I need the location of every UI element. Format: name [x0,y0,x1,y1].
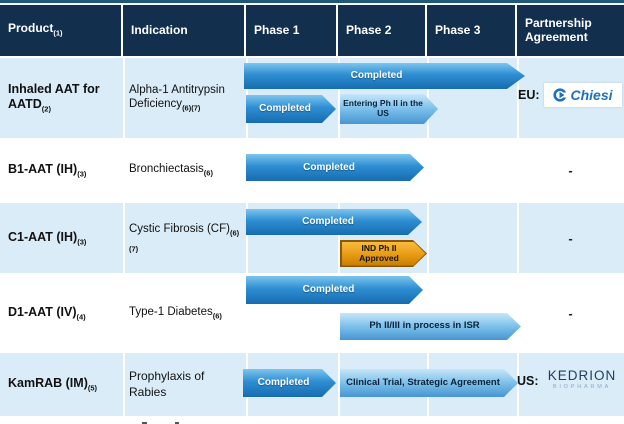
product-text: C1-AAT (IH) [8,229,78,244]
indication: Prophylaxis of Rabies [125,353,244,416]
arrow-label: Completed [350,70,403,82]
phase-arrow-completed: Completed [246,209,422,235]
column-divider [517,203,519,273]
partner-name: Chiesi [570,87,613,103]
column-divider [123,203,125,273]
partnership-dash: - [568,230,573,246]
phase-arrow-completed: Completed [243,369,336,397]
table-row: D1-AAT (IV)(4) Type-1 Diabetes(6) Comple… [0,273,624,353]
column-divider [123,58,125,138]
arrow-label: Ph II/III in process in ISR [369,320,480,332]
cropped-footnote-fragment [175,422,179,424]
header-product: Product(1) [0,5,121,56]
partner-name: KEDRION [547,368,617,383]
indication-text: Cystic Fibrosis (CF) [129,222,230,235]
partnership-dash: - [568,163,573,178]
arrow-label: IND Ph II Approved [359,242,399,263]
header-indication-label: Indication [131,22,188,37]
product-name: Inhaled AAT for AATD(2) [0,58,121,138]
product-name: D1-AAT (IV)(4) [0,273,121,353]
product-note: (4) [76,312,86,322]
arrow-inner: IND Ph II Approved [342,242,426,266]
phase-arrow-completed: Completed [246,276,423,304]
header-phase2: Phase 2 [338,5,425,56]
header-phase2-label: Phase 2 [346,22,392,37]
phase-arrow-clinical-trial: Clinical Trial, Strategic Agreement [340,369,518,397]
table-row: KamRAB (IM)(5) Prophylaxis of Rabies Com… [0,353,624,416]
indication-note: (6) [212,311,222,321]
indication: Cystic Fibrosis (CF)(6)(7) [125,203,244,273]
indication: Bronchiectasis(6) [125,138,244,203]
arrow-label: Completed [303,161,355,173]
product-note: (3) [77,237,87,247]
column-divider [338,203,340,273]
partner-region: EU: [518,88,540,102]
table-row: B1-AAT (IH)(3) Bronchiectasis(6) Complet… [0,138,624,203]
header-phase1: Phase 1 [246,5,336,56]
product-name: KamRAB (IM)(5) [0,353,121,416]
indication-note: (6) [203,168,213,178]
chiesi-logo: Chiesi [544,83,622,107]
product-text: D1-AAT (IV) [8,304,77,319]
arrow-label: Completed [302,216,354,228]
phase-arrow-ind-approved: IND Ph II Approved [340,240,427,267]
header-phase3-label: Phase 3 [435,22,481,37]
kedrion-logo: KEDRION BIOPHARMA [542,368,622,390]
column-divider [123,353,125,416]
phase-arrow-ph2-3-isr: Ph II/III in process in ISR [340,313,521,340]
column-divider [427,203,429,273]
phase-arrow-completed: Completed [246,154,424,181]
indication-text: Bronchiectasis [129,163,204,176]
partnership-dash: - [568,305,573,321]
table-row: C1-AAT (IH)(3) Cystic Fibrosis (CF)(6)(7… [0,203,624,273]
cropped-footnote-fragment [142,422,147,424]
header-partnership-label: Partnership Agreement [525,15,592,44]
arrow-label: Completed [302,284,355,296]
arrow-label: Completed [259,103,311,115]
product-note: (5) [87,383,98,393]
table-row: Inhaled AAT for AATD(2) Alpha-1 Antitryp… [0,58,624,138]
product-text: KamRAB (IM) [8,376,88,391]
header-partnership: Partnership Agreement [517,5,624,56]
column-divider [427,58,429,138]
indication-text: Type-1 Diabetes [129,305,213,318]
indication-note: (6)(7) [129,228,240,254]
column-divider [517,353,519,416]
arrow-label: Clinical Trial, Strategic Agreement [346,376,500,388]
product-name: B1-AAT (IH)(3) [0,138,121,203]
product-text: B1-AAT (IH) [8,162,78,177]
partner-region: US: [517,374,539,388]
product-name: C1-AAT (IH)(3) [0,203,121,273]
partner-subtitle: BIOPHARMA [552,384,612,390]
column-divider [517,58,519,138]
header-indication: Indication [123,5,244,56]
product-note: (3) [77,169,87,179]
arrow-label: Completed [257,377,310,389]
arrow-label: Entering Ph II in the US [343,98,423,118]
indication: Alpha-1 Antitrypsin Deficiency(6)(7) [125,58,244,138]
phase-arrow-completed: Completed [246,95,336,123]
product-text: Inhaled AAT for AATD [8,81,100,112]
indication-text: Alpha-1 Antitrypsin Deficiency [129,83,225,111]
column-divider [338,58,340,138]
chiesi-logo-icon [553,88,568,102]
header-phase1-label: Phase 1 [254,22,300,37]
header-phase3: Phase 3 [427,5,515,56]
product-note: (2) [41,104,51,114]
indication-note: (6)(7) [182,103,201,113]
column-divider [338,353,340,416]
indication-text: Prophylaxis of Rabies [129,368,205,399]
header-product-label: Product [8,21,54,36]
indication: Type-1 Diabetes(6) [125,273,244,353]
column-divider [246,203,248,273]
phase-arrow-completed: Completed [244,63,525,89]
phase-arrow-entering-ph2: Entering Ph II in the US [340,94,438,124]
header-product-note: (1) [53,28,63,38]
